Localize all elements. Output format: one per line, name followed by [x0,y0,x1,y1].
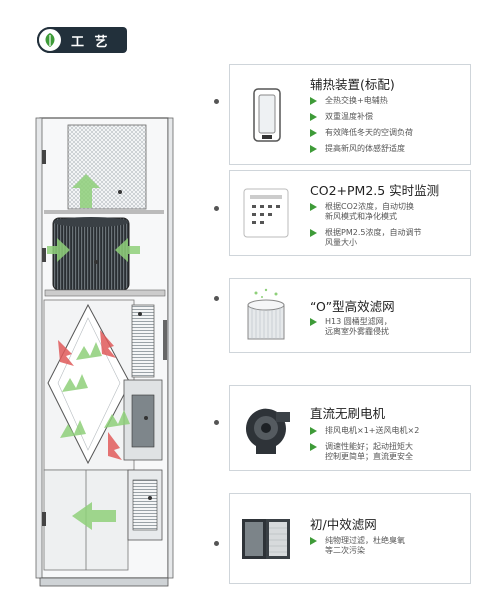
connector-dot [214,206,219,211]
green-arrow-bullet-icon [310,318,317,326]
connector-dot [214,541,219,546]
panel-filter-image [242,519,290,559]
connector-dot [214,420,219,425]
feature-title: 辅热装置(标配) [310,77,395,92]
green-arrow-bullet-icon [310,443,317,451]
feature-item: 全热交换+电辅热 [310,96,413,106]
leaf-logo-icon [37,27,63,53]
connector-dot [214,296,219,301]
feature-title: 初/中效滤网 [310,517,377,532]
blower-motor-image [245,408,290,454]
feature-item: 提高新风的体感舒适度 [310,144,413,154]
green-arrow-bullet-icon [310,229,317,237]
feature-card-auxiliary-heating: 辅热装置(标配) 全热交换+电辅热 双重温度补偿 有效降低冬天的空调负荷 提高新… [229,64,471,165]
cylinder-filter-image [247,288,285,340]
fresh-air-unit-diagram [35,117,174,587]
feature-item: H13 圆桶型滤网，远离室外雾霾侵扰 [310,317,392,337]
connector-dot [214,99,219,104]
feature-item: 纯物理过滤，杜绝臭氧等二次污染 [310,536,405,556]
feature-item: 有效降低冬天的空调负荷 [310,128,413,138]
feature-card-co2-pm25-monitor: CO2+PM2.5 实时监测 根据CO2浓度，自动切换新风模式和净化模式 根据P… [229,170,471,256]
green-arrow-bullet-icon [310,203,317,211]
feature-item: 根据CO2浓度，自动切换新风模式和净化模式 [310,202,421,222]
feature-title: “O”型高效滤网 [310,299,395,314]
section-badge: 工 艺 [37,27,127,53]
feature-title: 直流无刷电机 [310,406,386,421]
feature-card-primary-medium-filter: 初/中效滤网 纯物理过滤，杜绝臭氧等二次污染 [229,493,471,584]
green-arrow-bullet-icon [310,145,317,153]
auxiliary-heater-image [253,88,281,142]
green-arrow-bullet-icon [310,113,317,121]
green-arrow-bullet-icon [310,537,317,545]
feature-item: 根据PM2.5浓度，自动调节风量大小 [310,228,421,248]
feature-card-dc-brushless-motor: 直流无刷电机 排风电机×1+送风电机×2 调速性能好；起动扭矩大控制更简单；直流… [229,385,471,471]
feature-card-o-type-filter: “O”型高效滤网 H13 圆桶型滤网，远离室外雾霾侵扰 [229,278,471,353]
section-title: 工 艺 [71,34,111,50]
feature-item: 排风电机×1+送风电机×2 [310,426,419,436]
green-arrow-bullet-icon [310,427,317,435]
airflow-arrow-icon [47,174,140,530]
feature-item: 双重温度补偿 [310,112,413,122]
green-arrow-bullet-icon [310,129,317,137]
control-panel-image [243,188,289,238]
feature-title: CO2+PM2.5 实时监测 [310,183,440,198]
feature-item: 调速性能好；起动扭矩大控制更简单；直流更安全 [310,442,419,462]
green-arrow-bullet-icon [310,97,317,105]
